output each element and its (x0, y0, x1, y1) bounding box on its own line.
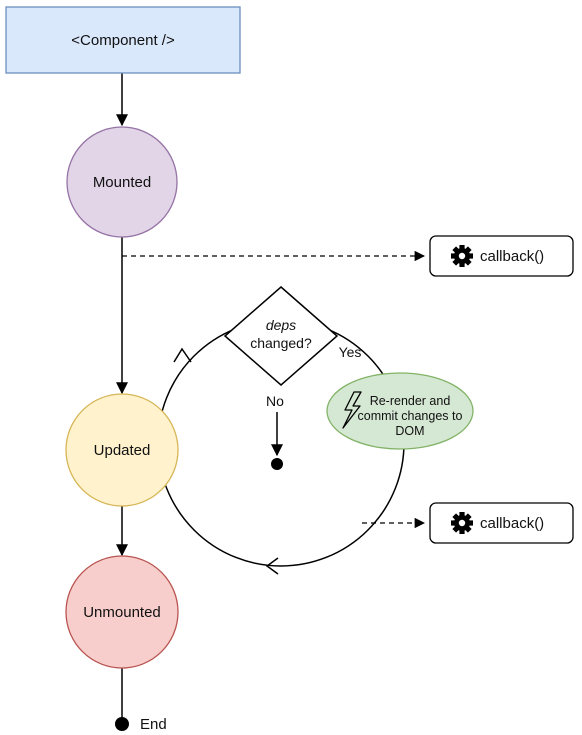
stop-dot (271, 458, 283, 470)
unmounted-node (65, 555, 179, 669)
gear-icon (451, 245, 473, 267)
unmounted-label: Unmounted (83, 604, 161, 621)
end-label: End (140, 716, 167, 733)
yes-label: Yes (339, 344, 362, 360)
changed-label: changed? (250, 335, 312, 351)
rerender-node (326, 372, 474, 450)
loop-arrowhead-top (173, 347, 192, 363)
deps-changed-diamond (223, 286, 339, 386)
callback-label-1: callback() (480, 248, 544, 265)
mounted-label: Mounted (93, 174, 151, 191)
mounted-node (66, 126, 178, 238)
end-dot (115, 717, 129, 731)
rerender-label-line3: DOM (395, 424, 424, 438)
deps-label: deps (266, 317, 296, 333)
callback-box-1: callback() (429, 235, 574, 277)
loop-arrowhead-bottom (265, 557, 279, 575)
rerender-label-line2: commit changes to (358, 409, 463, 423)
no-label: No (266, 393, 284, 409)
callback-label-2: callback() (480, 515, 544, 532)
lightning-bolt-icon (342, 391, 362, 429)
component-label: <Component /> (71, 32, 175, 49)
updated-node (65, 393, 179, 507)
callback-box-2: callback() (429, 502, 574, 544)
rerender-label-line1: Re-render and (370, 394, 451, 408)
updated-label: Updated (94, 442, 151, 459)
gear-icon (451, 512, 473, 534)
component-box (5, 6, 241, 74)
